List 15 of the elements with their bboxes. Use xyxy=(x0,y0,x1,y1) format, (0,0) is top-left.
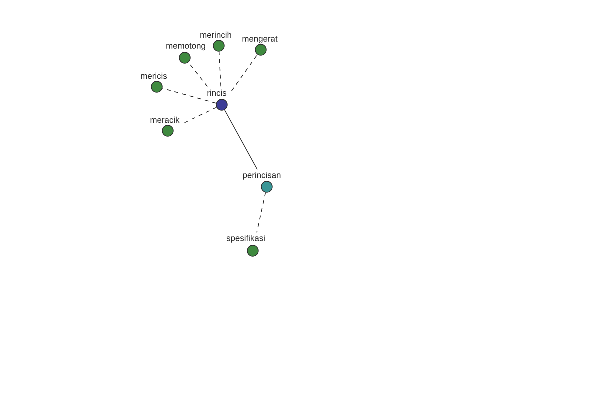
connector-line xyxy=(188,62,208,88)
connector-line xyxy=(162,88,217,104)
node-label: rincis xyxy=(208,90,227,96)
connector-line xyxy=(224,110,258,170)
node-label: merincih xyxy=(200,32,232,38)
connector-line xyxy=(231,54,258,92)
connector-line xyxy=(218,51,222,87)
node-label: mericis xyxy=(141,72,168,80)
connector-line xyxy=(182,107,218,125)
node-label: mengerat xyxy=(242,36,278,44)
node-label: memotong xyxy=(166,43,206,51)
node-label: spesifikasi xyxy=(226,235,265,243)
node-label: perincisan xyxy=(243,172,281,180)
connector-line xyxy=(256,192,266,233)
node-label: meracik xyxy=(150,116,180,124)
